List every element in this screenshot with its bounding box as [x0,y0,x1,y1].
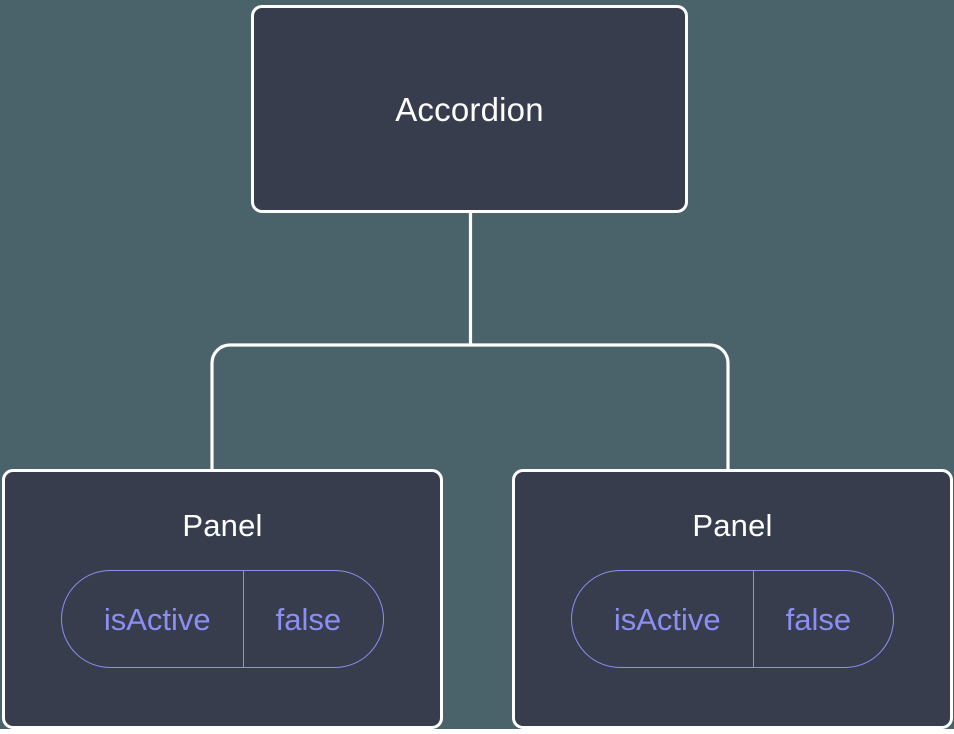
node-panel-right[interactable]: Panel isActive false [512,469,953,729]
prop-badge-isactive-left[interactable]: isActive false [60,570,385,668]
edge-branch-right [470,343,730,470]
node-panel-left-label: Panel [182,508,263,543]
node-accordion[interactable]: Accordion [251,5,688,213]
prop-value-label: false [275,601,342,637]
prop-key-label: isActive [62,571,244,667]
prop-value-label: false [785,601,852,637]
node-accordion-label: Accordion [395,90,544,128]
node-panel-left[interactable]: Panel isActive false [2,469,443,729]
edge-branch-left [210,343,471,470]
node-panel-right-label: Panel [692,508,773,543]
prop-key-label: isActive [572,571,754,667]
prop-badge-isactive-right[interactable]: isActive false [570,570,895,668]
